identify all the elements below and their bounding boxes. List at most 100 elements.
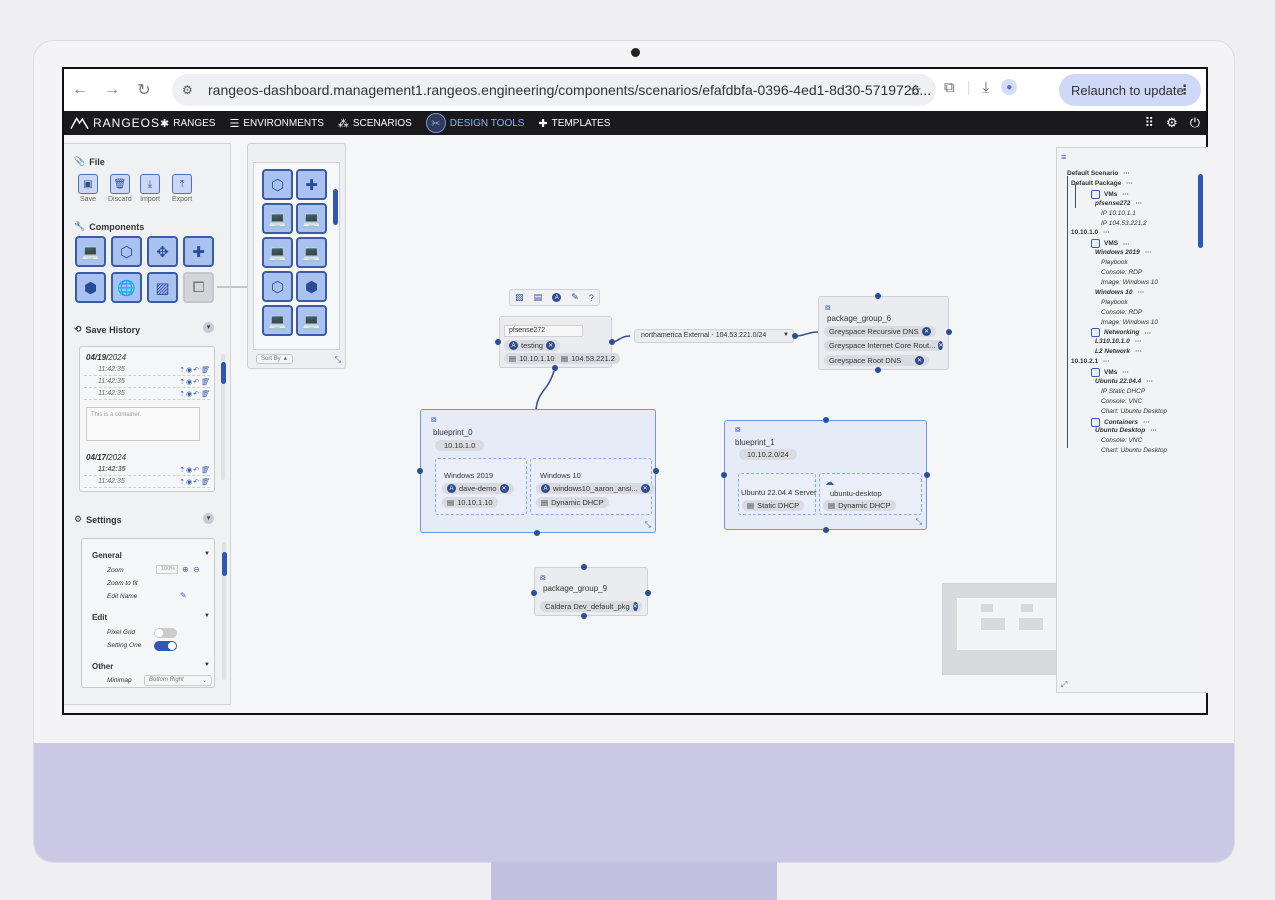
history-actions-icon[interactable]: ⇡◉↶🗑 — [179, 390, 210, 398]
tree-item[interactable]: Playbook — [1101, 299, 1128, 306]
port[interactable] — [924, 472, 930, 478]
tree-item[interactable]: 10.10.2.1··· — [1071, 358, 1110, 365]
port[interactable] — [417, 468, 423, 474]
tree-item[interactable]: Containers··· — [1091, 417, 1150, 427]
pixel-grid-toggle[interactable] — [154, 628, 177, 638]
remove-icon[interactable]: ✕ — [938, 341, 944, 350]
more-options-icon[interactable]: ··· — [1144, 329, 1151, 337]
more-options-icon[interactable]: ··· — [1146, 377, 1153, 385]
settings-general-header[interactable]: General — [92, 551, 122, 560]
chevron-down-icon[interactable]: ▼ — [204, 662, 210, 668]
gear-icon[interactable]: ⚙ — [1166, 115, 1178, 130]
component-cube[interactable]: ⬡ — [111, 236, 142, 267]
tree-item[interactable]: Console: RDP — [1101, 269, 1142, 276]
more-options-icon[interactable]: ··· — [1150, 427, 1157, 435]
history-scrollbar[interactable] — [221, 354, 225, 480]
port[interactable] — [552, 365, 558, 371]
brand-logo[interactable]: RANGEOS — [64, 116, 160, 130]
back-icon[interactable]: ← — [72, 81, 88, 98]
tree-item[interactable]: Chart: Ubuntu Desktop — [1101, 447, 1167, 454]
node-package-group-6[interactable]: ⧇ package_group_6 Greyspace Recursive DN… — [818, 296, 949, 370]
tree-item[interactable]: IP 10.10.1.1 — [1101, 210, 1136, 217]
tree-item[interactable]: Image: Windows 10 — [1101, 319, 1158, 326]
settings-edit-header[interactable]: Edit — [92, 613, 108, 622]
more-options-icon[interactable]: ··· — [1134, 338, 1142, 346]
component-bookmark[interactable]: ⧠ — [183, 272, 214, 303]
remove-icon[interactable]: ✕ — [632, 602, 638, 611]
zoom-to-fit-option[interactable]: Zoom to fit — [107, 580, 138, 587]
more-options-icon[interactable]: ··· — [1142, 418, 1150, 426]
minimap[interactable] — [942, 583, 1058, 675]
history-scroll-thumb[interactable] — [221, 362, 226, 384]
resize-icon[interactable]: ⤡ — [915, 517, 922, 526]
help-icon[interactable]: ? — [588, 292, 594, 303]
port[interactable] — [875, 367, 881, 373]
tree-item[interactable]: IP 104.53.221.2 — [1101, 220, 1147, 227]
tree-item[interactable]: Chart: Ubuntu Desktop — [1101, 408, 1167, 415]
more-options-icon[interactable]: ··· — [1103, 358, 1110, 366]
zoom-out-icon[interactable]: ⊖ — [193, 565, 200, 574]
palette-cube[interactable]: ⬡ — [262, 169, 293, 200]
terminal-icon[interactable]: ▤ — [533, 292, 543, 302]
history-row[interactable]: 11:42:35⇡◉↶🗑 — [84, 376, 210, 388]
palette-laptop[interactable]: 💻 — [296, 203, 327, 234]
more-options-icon[interactable]: ··· — [1126, 179, 1133, 187]
component-image[interactable]: ▨ — [147, 272, 178, 303]
component-globe[interactable]: 🌐 — [111, 272, 142, 303]
tree-item[interactable]: Ubuntu Desktop··· — [1095, 427, 1157, 434]
tree-item[interactable]: VMs··· — [1091, 189, 1129, 199]
remove-icon[interactable]: ✕ — [640, 484, 650, 493]
tree-item[interactable]: VMs··· — [1091, 368, 1129, 377]
tree-item[interactable]: 10.10.1.0··· — [1071, 229, 1110, 236]
history-actions-icon[interactable]: ⇡◉↶🗑 — [179, 378, 210, 386]
remove-icon[interactable]: ✕ — [915, 356, 924, 365]
port[interactable] — [581, 564, 587, 570]
remove-icon[interactable]: ✕ — [546, 341, 556, 350]
settings-other-header[interactable]: Other — [92, 662, 114, 671]
vm-ubuntu-desktop[interactable]: ☁ ubuntu-desktop ▤Dynamic DHCP — [819, 473, 922, 515]
component-cubes[interactable]: ⬢ — [75, 272, 106, 303]
relaunch-button[interactable]: Relaunch to update ⋮ — [1059, 74, 1201, 106]
image-icon[interactable]: ▨ — [515, 292, 524, 302]
tree-item[interactable]: Console: VNC — [1101, 398, 1142, 405]
package-item[interactable]: Greyspace Internet Core Rout...✕ — [824, 340, 944, 351]
profile-icon[interactable]: ● — [1001, 79, 1018, 95]
tree-item[interactable]: pfsense272··· — [1095, 200, 1142, 207]
export-button[interactable]: ⤒Export — [172, 174, 192, 203]
save-button[interactable]: ▣Save — [78, 174, 98, 203]
tree-item[interactable]: Ubuntu 22.04.4··· — [1095, 378, 1153, 385]
palette-puzzle[interactable]: ✚ — [296, 169, 327, 200]
more-options-icon[interactable]: ··· — [1122, 369, 1129, 377]
outline-scroll-thumb[interactable] — [1198, 174, 1203, 248]
chevron-down-icon[interactable]: ▼ — [204, 551, 210, 557]
tree-item[interactable]: Default Package··· — [1071, 180, 1133, 187]
tree-item[interactable]: Networking··· — [1091, 328, 1151, 338]
palette-laptop[interactable]: 💻 — [296, 305, 327, 336]
history-row[interactable]: 11:42:35⇡◉↶🗑 — [84, 388, 210, 400]
more-options-icon[interactable]: ··· — [1135, 199, 1142, 207]
tree-item[interactable]: Windows 10··· — [1095, 289, 1144, 296]
history-actions-icon[interactable]: ⇡◉↶🗑 — [179, 466, 210, 474]
port[interactable] — [609, 339, 615, 345]
collapse-settings-icon[interactable]: ▾ — [203, 513, 214, 524]
palette-cube[interactable]: ⬡ — [262, 271, 293, 302]
discard-button[interactable]: 🗑Discard — [108, 174, 132, 203]
port[interactable] — [534, 530, 540, 536]
tree-item[interactable]: Console: VNC — [1101, 437, 1142, 444]
resize-icon[interactable]: ⤡ — [644, 520, 651, 529]
tree-item[interactable]: VMS··· — [1091, 239, 1130, 249]
tree-item[interactable]: L310.10.1.0··· — [1095, 338, 1141, 345]
kebab-menu-icon[interactable]: ⋮ — [1178, 82, 1191, 97]
palette-laptop[interactable]: 💻 — [262, 305, 293, 336]
palette-cubes[interactable]: ⬢ — [296, 271, 327, 302]
chevron-down-icon[interactable]: ▼ — [204, 613, 210, 619]
tree-item[interactable]: Windows 2019··· — [1095, 249, 1151, 256]
settings-scroll-thumb[interactable] — [222, 552, 227, 576]
